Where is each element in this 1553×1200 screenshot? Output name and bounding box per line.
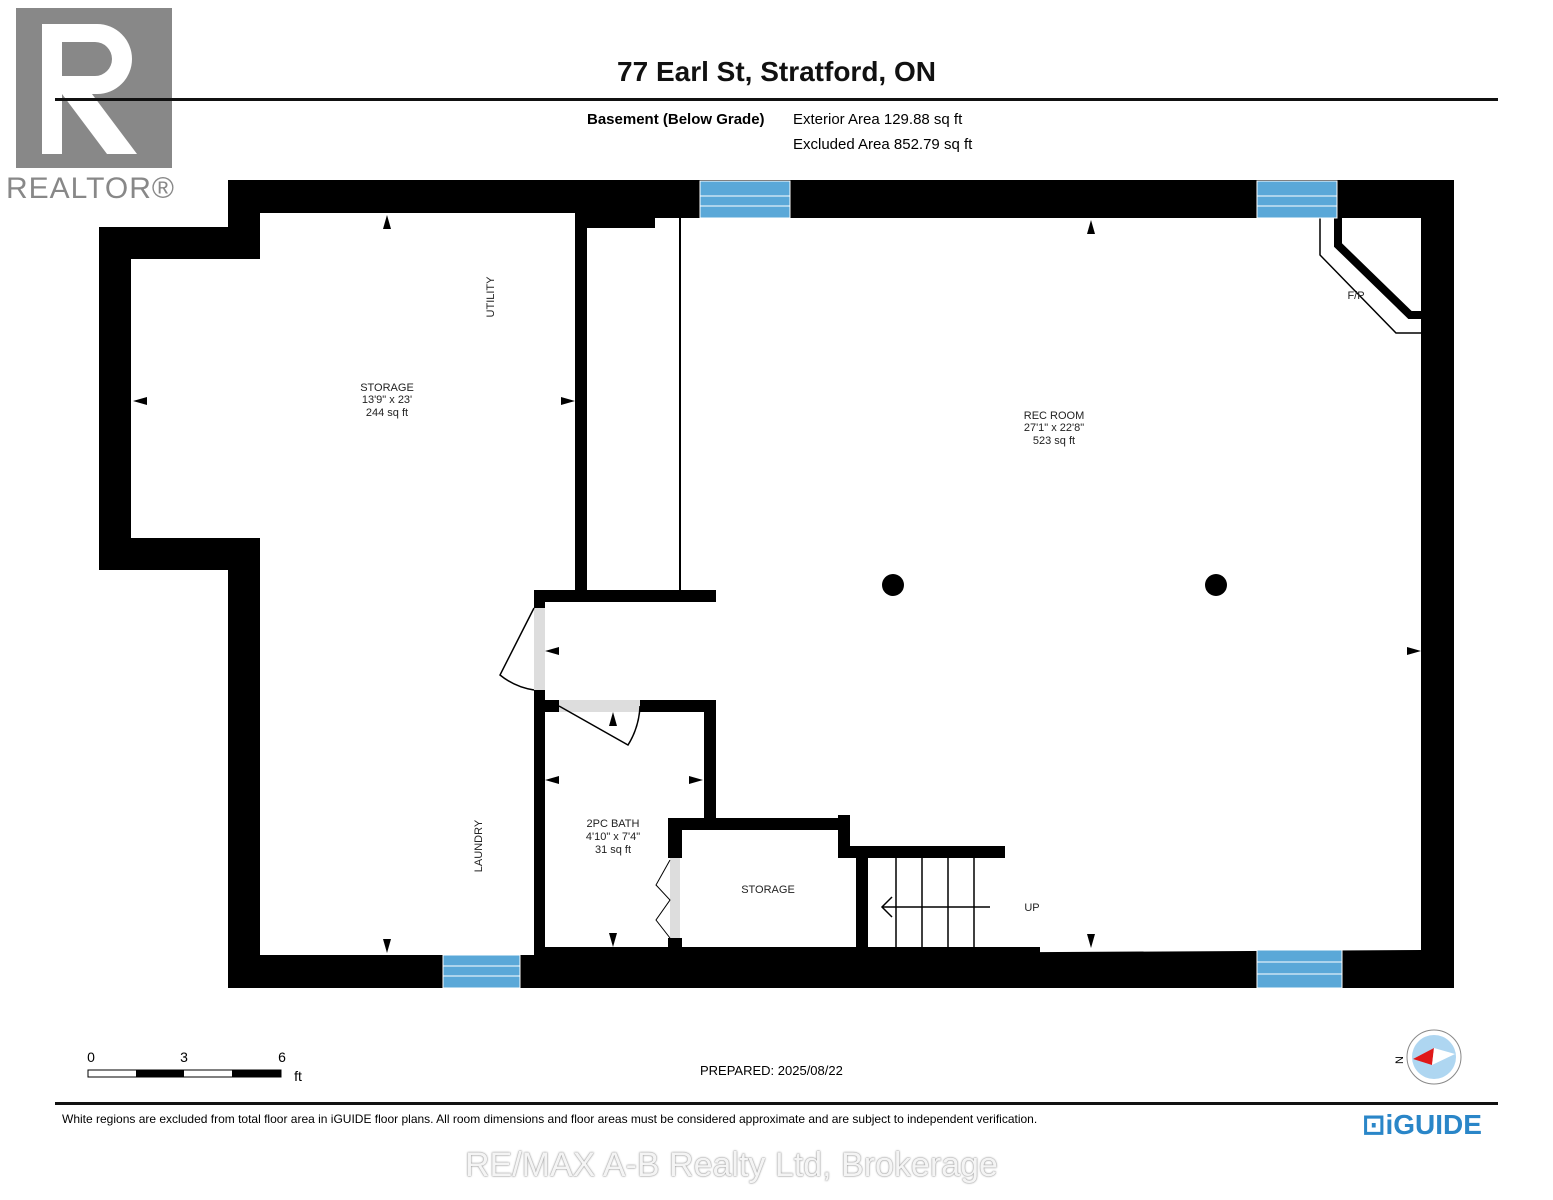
- footer-divider: [55, 1102, 1498, 1105]
- room-name: 2PC BATH: [587, 818, 640, 830]
- column: [882, 574, 904, 596]
- page-title: 77 Earl St, Stratford, ON: [617, 56, 936, 87]
- storage-floor: [131, 213, 1421, 955]
- room-area: 31 sq ft: [595, 844, 631, 856]
- room-dims: 27'1" x 22'8": [1024, 422, 1084, 434]
- stairs: [880, 858, 990, 955]
- realtor-logo: [16, 8, 172, 168]
- iguide-text: iGUIDE: [1385, 1109, 1482, 1140]
- dimension-arrows: [133, 215, 1421, 953]
- disclaimer: White regions are excluded from total fl…: [62, 1112, 1038, 1126]
- interior-walls: [534, 213, 1040, 955]
- north-label: N: [1394, 1056, 1406, 1064]
- exterior-area: Exterior Area 129.88 sq ft: [793, 111, 963, 128]
- scale-tick: 6: [278, 1049, 286, 1065]
- doorway: [534, 608, 545, 690]
- brokerage-watermark: RE/MAX A-B Realty Ltd, Brokerage: [465, 1146, 998, 1184]
- scale-tick: 3: [180, 1049, 188, 1065]
- scale-tick: 0: [87, 1049, 95, 1065]
- windows: [442, 180, 1343, 989]
- column: [1205, 574, 1227, 596]
- doorway: [670, 858, 680, 938]
- header-divider: [55, 98, 1498, 101]
- iguide-icon: ⊡: [1362, 1109, 1386, 1140]
- stairs-label: UP: [1024, 902, 1039, 914]
- room-name: STORAGE: [741, 884, 795, 896]
- laundry-label: LAUNDRY: [473, 819, 485, 872]
- room-dims: 4'10" x 7'4": [586, 831, 640, 843]
- utility-label: UTILITY: [485, 276, 497, 318]
- fireplace: [1319, 218, 1421, 334]
- iguide-logo: ⊡iGUIDE: [1362, 1108, 1482, 1141]
- scale-unit: ft: [294, 1068, 302, 1084]
- fireplace-label: F/P: [1347, 290, 1364, 302]
- room-area: 244 sq ft: [366, 407, 408, 419]
- excluded-area: Excluded Area 852.79 sq ft: [793, 136, 973, 153]
- scale-bar: 0 3 6 ft: [87, 1049, 302, 1084]
- level-name: Basement (Below Grade): [587, 111, 765, 128]
- room-area: 523 sq ft: [1033, 435, 1075, 447]
- room-name: STORAGE: [360, 382, 414, 394]
- room-dims: 13'9" x 23': [362, 394, 412, 406]
- door-swing: [499, 607, 535, 691]
- doorway: [559, 700, 640, 712]
- room-name: REC ROOM: [1024, 410, 1085, 422]
- compass: N: [1394, 1029, 1462, 1085]
- door-swing: [558, 705, 641, 747]
- bifold-door: [655, 859, 671, 939]
- prepared-date: PREPARED: 2025/08/22: [700, 1063, 843, 1078]
- realtor-logo-text: REALTOR®: [6, 172, 176, 205]
